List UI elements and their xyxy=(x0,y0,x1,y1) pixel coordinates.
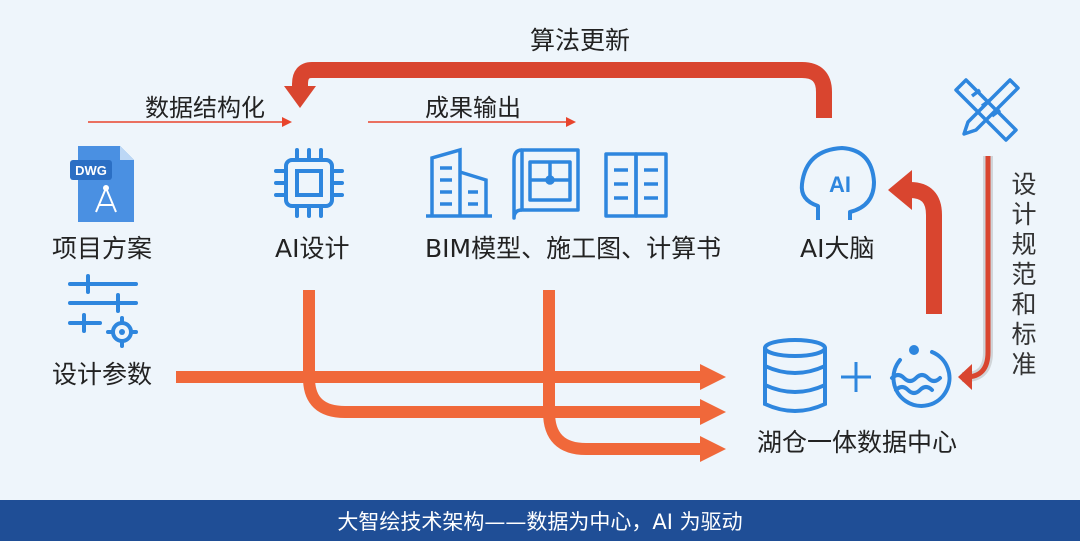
plus-icon xyxy=(841,362,871,392)
svg-text:AI: AI xyxy=(829,172,851,197)
structure-label: 数据结构化 xyxy=(145,94,265,122)
output-label: 成果输出 xyxy=(425,94,521,122)
chip-icon xyxy=(274,148,344,218)
ai-design-label: AI设计 xyxy=(275,234,350,263)
ai-design-to-lake-arrow xyxy=(303,290,704,418)
footer-caption-bar: 大智绘技术架构——数据为中心，AI 为驱动 xyxy=(0,500,1080,541)
database-icon xyxy=(763,338,827,413)
architecture-diagram: DWG xyxy=(52,26,1037,462)
design-standards-label: 设计规范和标准 xyxy=(1011,170,1037,379)
standards-to-lake-arrowhead xyxy=(958,364,972,390)
blueprint-icon xyxy=(512,148,580,220)
design-params-label: 设计参数 xyxy=(52,360,153,389)
bim-output-label: BIM模型、施工图、计算书 xyxy=(425,234,722,263)
standards-to-lake-arrow xyxy=(962,156,993,382)
dwg-badge-text: DWG xyxy=(75,163,107,178)
algorithm-update-arrowhead xyxy=(284,86,316,108)
diagram-canvas: DWG xyxy=(68,62,1020,462)
building-icon xyxy=(426,147,492,218)
lake-data-center-label: 湖仓一体数据中心 xyxy=(757,428,958,457)
lake-to-brain-arrowhead xyxy=(888,170,912,210)
project-plan-label: 项目方案 xyxy=(52,234,153,263)
algorithm-update-label: 算法更新 xyxy=(530,26,631,55)
lake-icon xyxy=(890,345,952,408)
lake-to-brain-arrow xyxy=(905,182,942,314)
ai-brain-label: AI大脑 xyxy=(800,234,875,263)
sliders-gear-icon xyxy=(68,274,138,348)
footer-caption: 大智绘技术架构——数据为中心，AI 为驱动 xyxy=(337,509,743,534)
pencil-ruler-icon xyxy=(954,78,1020,142)
bim-to-lake-arrow xyxy=(543,290,704,455)
book-icon xyxy=(604,152,668,218)
algorithm-update-arrow xyxy=(292,62,832,118)
ai-head-icon: AI xyxy=(799,146,876,220)
dwg-file-icon: DWG xyxy=(70,146,134,222)
